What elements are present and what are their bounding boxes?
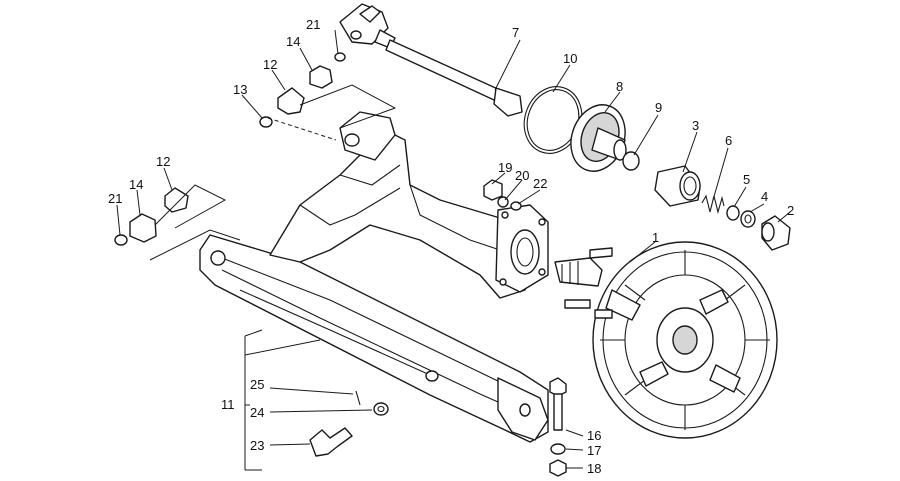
callout-13: 13 bbox=[233, 82, 248, 97]
callout-21-lower: 21 bbox=[108, 191, 123, 206]
callout-20: 20 bbox=[515, 168, 530, 183]
callout-2: 2 bbox=[787, 203, 795, 218]
wheel-hub-drum bbox=[554, 241, 778, 439]
callout-11: 11 bbox=[221, 397, 235, 412]
callout-8: 8 bbox=[616, 79, 624, 94]
swing-arm bbox=[199, 111, 549, 443]
callout-3: 3 bbox=[692, 118, 700, 133]
callout-23: 23 bbox=[250, 438, 265, 453]
callout-12-upper: 12 bbox=[263, 57, 278, 72]
callout-12-lower: 12 bbox=[156, 154, 171, 169]
washer-5 bbox=[726, 205, 740, 221]
callout-1: 1 bbox=[652, 230, 660, 245]
callout-21-upper: 21 bbox=[306, 17, 321, 32]
callout-10: 10 bbox=[563, 51, 578, 66]
callout-16: 16 bbox=[587, 428, 602, 443]
hub-nut-set bbox=[483, 179, 522, 211]
callout-14-upper: 14 bbox=[286, 34, 301, 49]
bearing-housing bbox=[570, 104, 627, 172]
callout-9: 9 bbox=[655, 100, 663, 115]
pivot-bolt-set bbox=[309, 390, 389, 457]
callout-7: 7 bbox=[512, 25, 520, 40]
callout-14-lower: 14 bbox=[129, 177, 144, 192]
callout-6: 6 bbox=[725, 133, 733, 148]
lower-adjuster-set bbox=[114, 187, 189, 246]
callout-4: 4 bbox=[761, 189, 769, 204]
callout-19: 19 bbox=[498, 160, 513, 175]
upper-adjuster-set bbox=[259, 52, 346, 128]
callout-5: 5 bbox=[743, 172, 751, 187]
callout-24: 24 bbox=[250, 405, 265, 420]
leader-lines bbox=[116, 29, 791, 471]
splined-nut bbox=[761, 215, 791, 251]
washer-4 bbox=[740, 210, 756, 228]
drive-shaft bbox=[339, 3, 523, 117]
callout-18: 18 bbox=[587, 461, 602, 476]
callout-25: 25 bbox=[250, 377, 265, 392]
callout-17: 17 bbox=[587, 443, 602, 458]
callout-22: 22 bbox=[533, 176, 548, 191]
rear-bolt-set bbox=[549, 377, 567, 477]
roller-bearing bbox=[654, 165, 701, 207]
o-ring bbox=[622, 151, 640, 171]
